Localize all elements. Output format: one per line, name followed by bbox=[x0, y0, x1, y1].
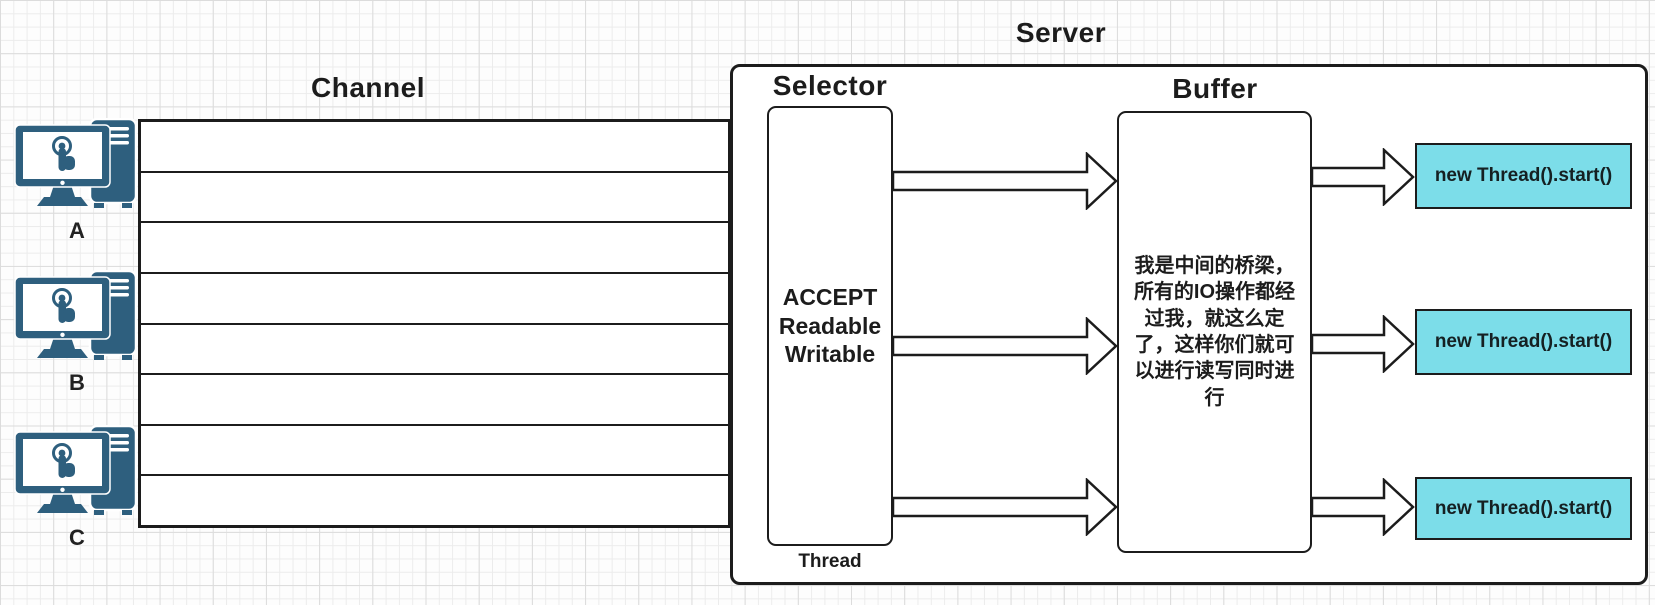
channel-lanes bbox=[141, 122, 728, 525]
arrow-buffer-to-thread-3 bbox=[1311, 478, 1415, 536]
desktop-computer-icon bbox=[14, 118, 140, 210]
selector-box: ACCEPT Readable Writable bbox=[767, 106, 893, 546]
channel-lane bbox=[141, 221, 728, 272]
channel-lane bbox=[141, 423, 728, 475]
arrow-selector-to-buffer-2 bbox=[892, 317, 1118, 375]
thread-box-3: new Thread().start() bbox=[1415, 477, 1632, 540]
selector-thread-label: Thread bbox=[798, 551, 862, 572]
channel-lane bbox=[141, 170, 728, 222]
arrow-selector-to-buffer-1 bbox=[892, 152, 1118, 210]
client-a: A bbox=[14, 118, 140, 244]
desktop-computer-icon bbox=[14, 425, 140, 517]
client-a-label: A bbox=[69, 218, 85, 243]
thread-box-1: new Thread().start() bbox=[1415, 143, 1632, 209]
client-b-label: B bbox=[69, 370, 85, 395]
client-c-label: C bbox=[69, 525, 85, 550]
channel-box bbox=[138, 119, 731, 528]
arrow-buffer-to-thread-1 bbox=[1311, 148, 1415, 206]
arrow-buffer-to-thread-2 bbox=[1311, 315, 1415, 373]
selector-title: Selector bbox=[772, 70, 888, 101]
client-c: C bbox=[14, 425, 140, 551]
buffer-title: Buffer bbox=[1172, 73, 1258, 104]
channel-title: Channel bbox=[311, 72, 425, 103]
thread-box-2: new Thread().start() bbox=[1415, 309, 1632, 375]
server-title: Server bbox=[1015, 17, 1107, 48]
channel-lane bbox=[141, 474, 728, 525]
channel-lane bbox=[141, 271, 728, 323]
buffer-box: 我是中间的桥梁， 所有的IO操作都经 过我，就这么定 了，这样你们就可 以进行读… bbox=[1117, 111, 1312, 553]
channel-lane bbox=[141, 122, 728, 171]
arrow-selector-to-buffer-3 bbox=[892, 478, 1118, 536]
channel-lane bbox=[141, 373, 728, 424]
desktop-computer-icon bbox=[14, 270, 140, 362]
client-b: B bbox=[14, 270, 140, 396]
channel-lane bbox=[141, 322, 728, 374]
